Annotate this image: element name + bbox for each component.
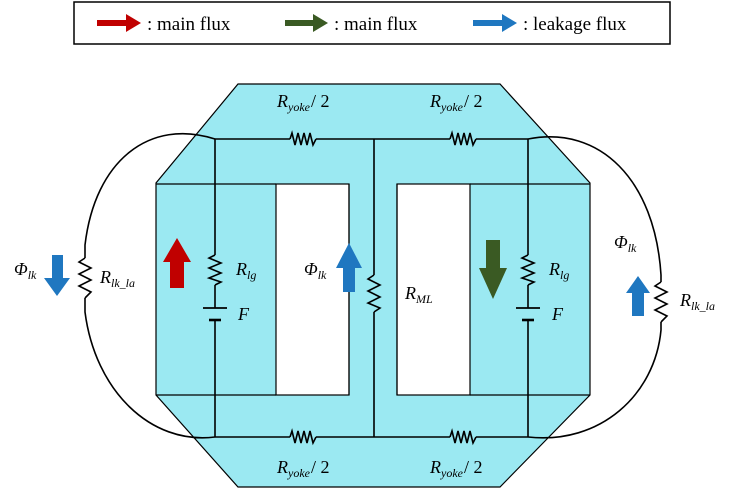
resistor-yoke-top-left (289, 130, 317, 148)
resistor-rlg-left (206, 254, 224, 286)
blue-leakage-arrow-left-icon (44, 255, 70, 296)
resistor-rml (366, 274, 382, 313)
resistor-rlk-left (77, 257, 93, 299)
green-main-flux-arrow-icon (479, 240, 507, 299)
label-rml: RML (404, 283, 433, 306)
label-phi-lk-right: Φlk (614, 232, 637, 255)
label-mmf-left: F (237, 304, 250, 324)
flux-arrows (44, 238, 650, 316)
label-phi-lk-center: Φlk (304, 259, 327, 282)
core-window-right (396, 183, 471, 396)
resistor-yoke-bottom-right (449, 428, 477, 446)
blue-leakage-arrow-right-icon (626, 276, 650, 316)
labels: Ryoke/ 2 Ryoke/ 2 Ryoke/ 2 Ryoke/ 2 Rlg … (14, 91, 715, 480)
resistor-yoke-top-right (449, 130, 477, 148)
red-main-flux-arrow-icon (163, 238, 191, 288)
legend-label-main-flux-green: : main flux (334, 14, 418, 35)
legend-label-leakage-flux: : leakage flux (523, 14, 627, 35)
right-leakage-loop (527, 136, 662, 439)
label-ryoke-top-right: Ryoke/ 2 (429, 91, 483, 114)
legend-red-arrow-icon (97, 14, 141, 32)
legend-green-arrow-icon (285, 14, 328, 32)
resistor-rlg-right (519, 254, 537, 286)
core-outer-shape (155, 83, 591, 488)
label-rlk-la-right: Rlk_la (679, 290, 715, 313)
circuit-wiring (84, 133, 662, 439)
resistors (77, 130, 669, 446)
legend-label-main-flux-red: : main flux (147, 14, 231, 35)
resistor-rlk-right (653, 281, 669, 323)
resistor-yoke-bottom-left (289, 428, 317, 446)
mmf-sources (203, 307, 540, 322)
legend-blue-arrow-icon (473, 14, 517, 32)
label-rlg-right: Rlg (548, 259, 569, 282)
legend-box (73, 1, 671, 45)
label-mmf-right: F (551, 304, 564, 324)
label-ryoke-top-left: Ryoke/ 2 (276, 91, 330, 114)
label-ryoke-bottom-right: Ryoke/ 2 (429, 457, 483, 480)
legend: : main flux : main flux : leakage flux (73, 1, 671, 45)
label-ryoke-bottom-left: Ryoke/ 2 (276, 457, 330, 480)
left-leakage-loop (84, 133, 216, 439)
core-window-left (275, 183, 350, 396)
transformer-core (155, 83, 591, 488)
label-phi-lk-left: Φlk (14, 259, 37, 282)
blue-leakage-arrow-center-icon (336, 243, 362, 292)
label-rlk-la-left: Rlk_la (99, 267, 135, 290)
label-rlg-left: Rlg (235, 259, 256, 282)
